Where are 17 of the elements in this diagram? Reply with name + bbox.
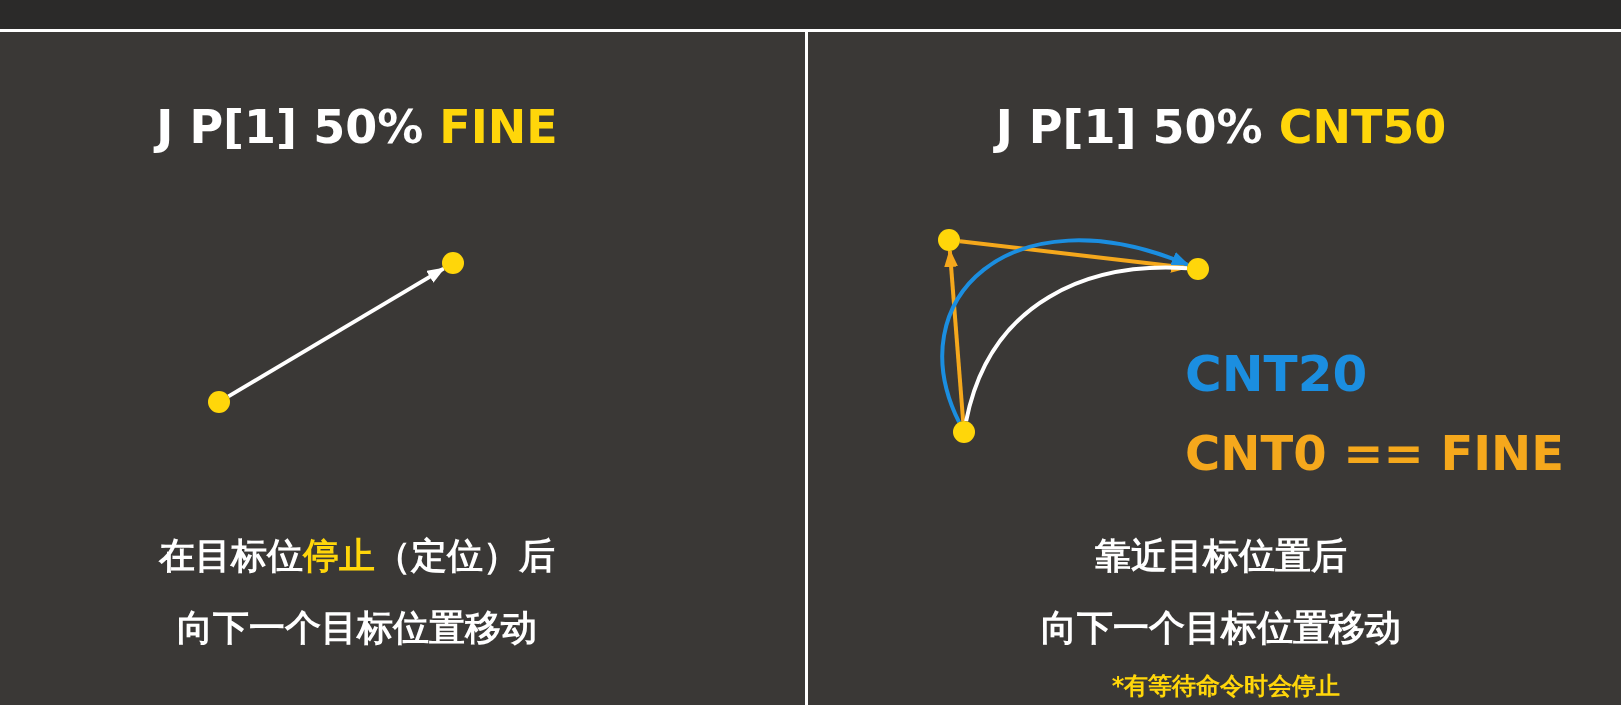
- arrow: [944, 248, 966, 422]
- path-label: CNT20: [1185, 345, 1368, 403]
- waypoint-dot: [442, 252, 464, 274]
- waypoint-dot: [208, 391, 230, 413]
- waypoint-dot: [938, 229, 960, 251]
- waypoint-dot: [1187, 258, 1209, 280]
- caption-text: 在目标位停止（定位）后向下一个目标位置移动: [159, 534, 555, 650]
- instruction-title: J P[1] 50% CNT50: [995, 100, 1447, 154]
- path-curve: [940, 238, 1190, 423]
- slide-panel: [808, 32, 1621, 705]
- arrow: [227, 266, 446, 399]
- path-curve: [964, 265, 1188, 422]
- slide-panel: [0, 32, 805, 705]
- footnote: *有等待命令时会停止: [1111, 671, 1341, 702]
- path-label: CNT0 == FINE: [1185, 425, 1564, 481]
- caption-text: 靠近目标位置后向下一个目标位置移动: [1041, 534, 1401, 650]
- waypoint-dot: [953, 421, 975, 443]
